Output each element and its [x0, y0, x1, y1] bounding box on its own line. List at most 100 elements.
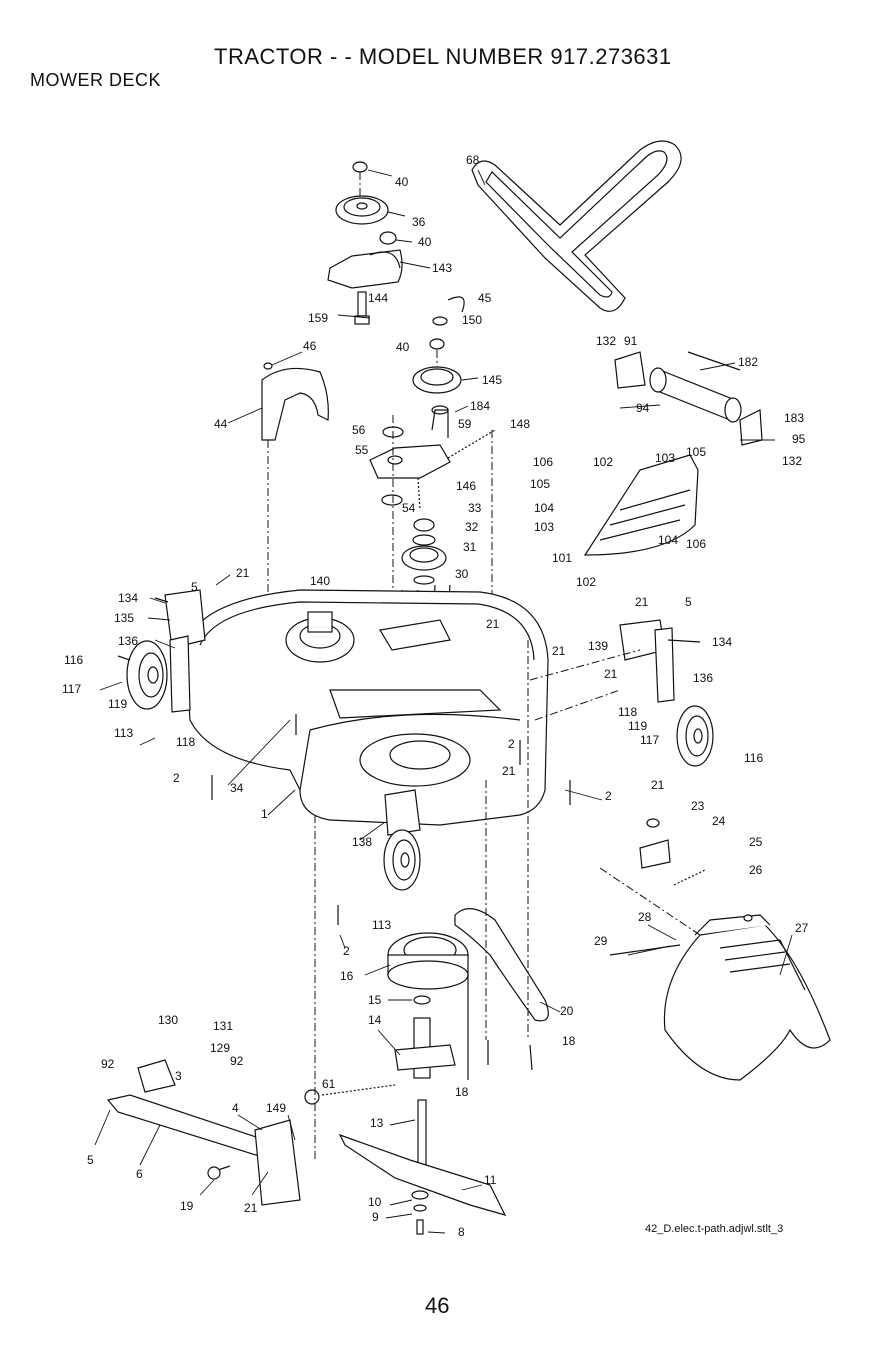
callout-label: 18 [562, 1034, 576, 1048]
callout-label: 106 [533, 455, 553, 469]
callout-label: 139 [588, 639, 608, 653]
callout-label: 135 [114, 611, 134, 625]
callout-label: 129 [210, 1041, 230, 1055]
callout-label: 19 [180, 1199, 194, 1213]
chute-hinge-bracket [609, 818, 753, 956]
callout-label: 21 [502, 764, 516, 778]
callout-label: 59 [458, 417, 472, 431]
hardware-bolts [211, 714, 571, 1080]
callout-label: 105 [530, 477, 550, 491]
callout-label: 13 [370, 1116, 384, 1130]
callout-label: 21 [552, 644, 566, 658]
callout-label: 95 [792, 432, 806, 446]
page-number: 46 [425, 1293, 450, 1318]
callout-label: 40 [396, 340, 410, 354]
callout-label: 136 [118, 634, 138, 648]
mower-deck-housing-1 [184, 589, 549, 826]
callout-label: 4 [232, 1101, 239, 1115]
callout-label: 183 [784, 411, 804, 425]
callout-label: 56 [352, 423, 366, 437]
callout-label: 5 [87, 1153, 94, 1167]
callout-label: 140 [310, 574, 330, 588]
callout-label: 148 [510, 417, 530, 431]
callout-label: 3 [175, 1069, 182, 1083]
callout-label: 54 [402, 501, 416, 515]
callout-label: 25 [749, 835, 763, 849]
callout-label: 2 [605, 789, 612, 803]
callout-label: 131 [213, 1019, 233, 1033]
callout-label: 10 [368, 1195, 382, 1209]
callout-label: 103 [534, 520, 554, 534]
diagram-reference-code: 42_D.elec.t-path.adjwl.stlt_3 [645, 1223, 784, 1235]
callout-label: 106 [686, 537, 706, 551]
section-title: MOWER DECK [30, 70, 161, 90]
callout-label: 138 [352, 835, 372, 849]
callout-label: 2 [508, 737, 515, 751]
callout-label: 104 [658, 533, 678, 547]
callout-label: 103 [655, 451, 675, 465]
callout-label: 27 [795, 921, 809, 935]
assembly-guide-lines [314, 640, 701, 1160]
deflector-shield-101 [583, 454, 699, 556]
callout-label: 113 [114, 726, 133, 740]
callout-labels: 40 36 40 143 68 144 45 159 150 46 40 145… [62, 153, 809, 1239]
callout-leaders [94, 169, 793, 1234]
callout-label: 132 [596, 334, 616, 348]
callout-label: 8 [458, 1225, 465, 1239]
callout-label: 31 [463, 540, 477, 554]
belt-guard-44 [261, 362, 329, 600]
left-gauge-wheel [117, 589, 206, 713]
front-gauge-wheel-138 [383, 789, 421, 891]
callout-label: 134 [712, 635, 732, 649]
callout-label: 91 [624, 334, 638, 348]
idler-arm-55 [369, 409, 496, 700]
callout-label: 44 [214, 417, 228, 431]
callout-label: 5 [685, 595, 692, 609]
callout-label: 1 [261, 807, 268, 821]
lift-spring-61 [304, 1084, 396, 1105]
callout-label: 118 [176, 735, 195, 749]
callout-label: 104 [534, 501, 554, 515]
callout-label: 118 [618, 705, 637, 719]
discharge-chute-27 [663, 914, 831, 1081]
callout-label: 18 [455, 1085, 469, 1099]
idler-pulley-stack [327, 161, 403, 325]
callout-label: 29 [594, 934, 608, 948]
callout-label: 28 [638, 910, 652, 924]
callout-label: 136 [693, 671, 713, 685]
callout-label: 21 [236, 566, 250, 580]
callout-label: 5 [191, 580, 198, 594]
callout-label: 40 [418, 235, 432, 249]
callout-label: 55 [355, 443, 369, 457]
callout-label: 21 [604, 667, 618, 681]
callout-label: 146 [456, 479, 476, 493]
callout-label: 40 [395, 175, 409, 189]
callout-label: 143 [432, 261, 452, 275]
callout-label: 68 [466, 153, 480, 167]
callout-label: 116 [744, 751, 763, 765]
callout-label: 102 [576, 575, 596, 589]
page-title: TRACTOR - - MODEL NUMBER 917.273631 [214, 44, 672, 69]
callout-label: 159 [308, 311, 328, 325]
callout-label: 102 [593, 455, 613, 469]
callout-label: 6 [136, 1167, 143, 1181]
callout-label: 101 [552, 551, 572, 565]
callout-label: 144 [368, 291, 388, 305]
callout-label: 11 [484, 1173, 497, 1187]
callout-label: 92 [101, 1057, 115, 1071]
callout-label: 23 [691, 799, 705, 813]
callout-label: 45 [478, 291, 492, 305]
callout-label: 24 [712, 814, 726, 828]
callout-label: 119 [628, 719, 647, 733]
callout-label: 46 [303, 339, 317, 353]
callout-label: 33 [468, 501, 482, 515]
callout-label: 21 [651, 778, 665, 792]
callout-label: 34 [230, 781, 244, 795]
callout-label: 32 [465, 520, 479, 534]
callout-label: 117 [640, 733, 659, 747]
callout-label: 130 [158, 1013, 178, 1027]
callout-label: 113 [372, 918, 391, 932]
callout-label: 149 [266, 1101, 286, 1115]
callout-label: 134 [118, 591, 138, 605]
